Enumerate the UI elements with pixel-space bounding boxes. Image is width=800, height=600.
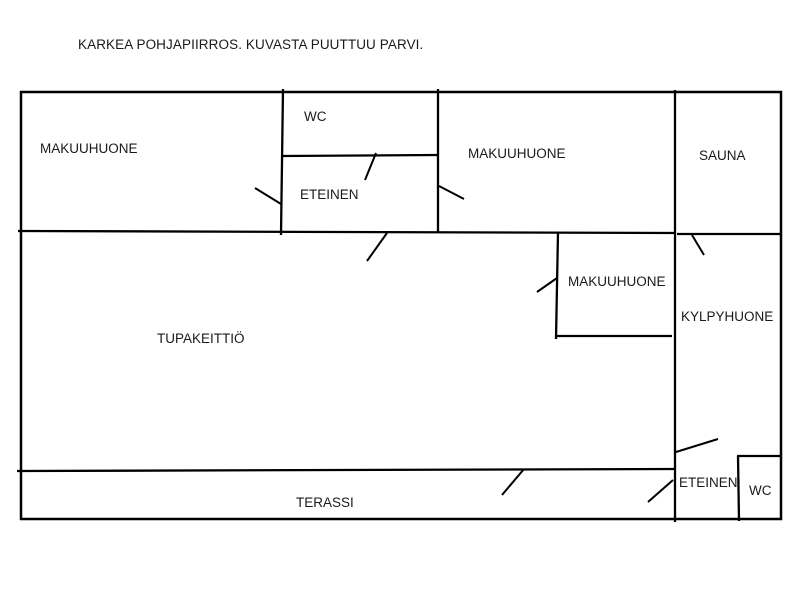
wall-top-rooms-bottom (17, 229, 676, 235)
room-label-terassi: TERASSI (296, 495, 354, 510)
room-label-makuuhuone-1: MAKUUHUONE (40, 141, 138, 156)
room-label-kylpyhuone: KYLPYHUONE (681, 309, 774, 324)
room-label-eteinen-2: ETEINEN (679, 475, 738, 490)
room-label-eteinen-1: ETEINEN (300, 187, 359, 202)
room-label-sauna: SAUNA (699, 148, 746, 163)
wall-wc-left (279, 88, 285, 236)
room-label-makuuhuone-3: MAKUUHUONE (568, 274, 666, 289)
wall-wc2-left (736, 455, 741, 522)
door-eteinen2 (647, 479, 674, 503)
wall-terassi-top (16, 467, 676, 473)
room-label-tupakeittio: TUPAKEITTIÖ (157, 331, 245, 346)
wall-wc-eteinen (281, 153, 439, 158)
room-label-wc-1: WC (304, 109, 327, 124)
door-eteinen1 (366, 232, 388, 262)
room-label-wc-2: WC (749, 483, 772, 498)
room-label-makuuhuone-2: MAKUUHUONE (468, 146, 566, 161)
door-kylpyhuone (691, 234, 705, 256)
door-wc1 (364, 152, 377, 181)
door-mh1 (254, 187, 282, 205)
door-terassi (501, 468, 525, 496)
door-mh2 (438, 185, 465, 200)
outer-wall (19, 90, 783, 521)
door-kylpy-eteinen (675, 438, 719, 453)
plan-title: KARKEA POHJAPIIRROS. KUVASTA PUUTTUU PAR… (78, 37, 424, 52)
wall-mh3-left (554, 231, 560, 340)
door-mh3 (536, 277, 558, 293)
